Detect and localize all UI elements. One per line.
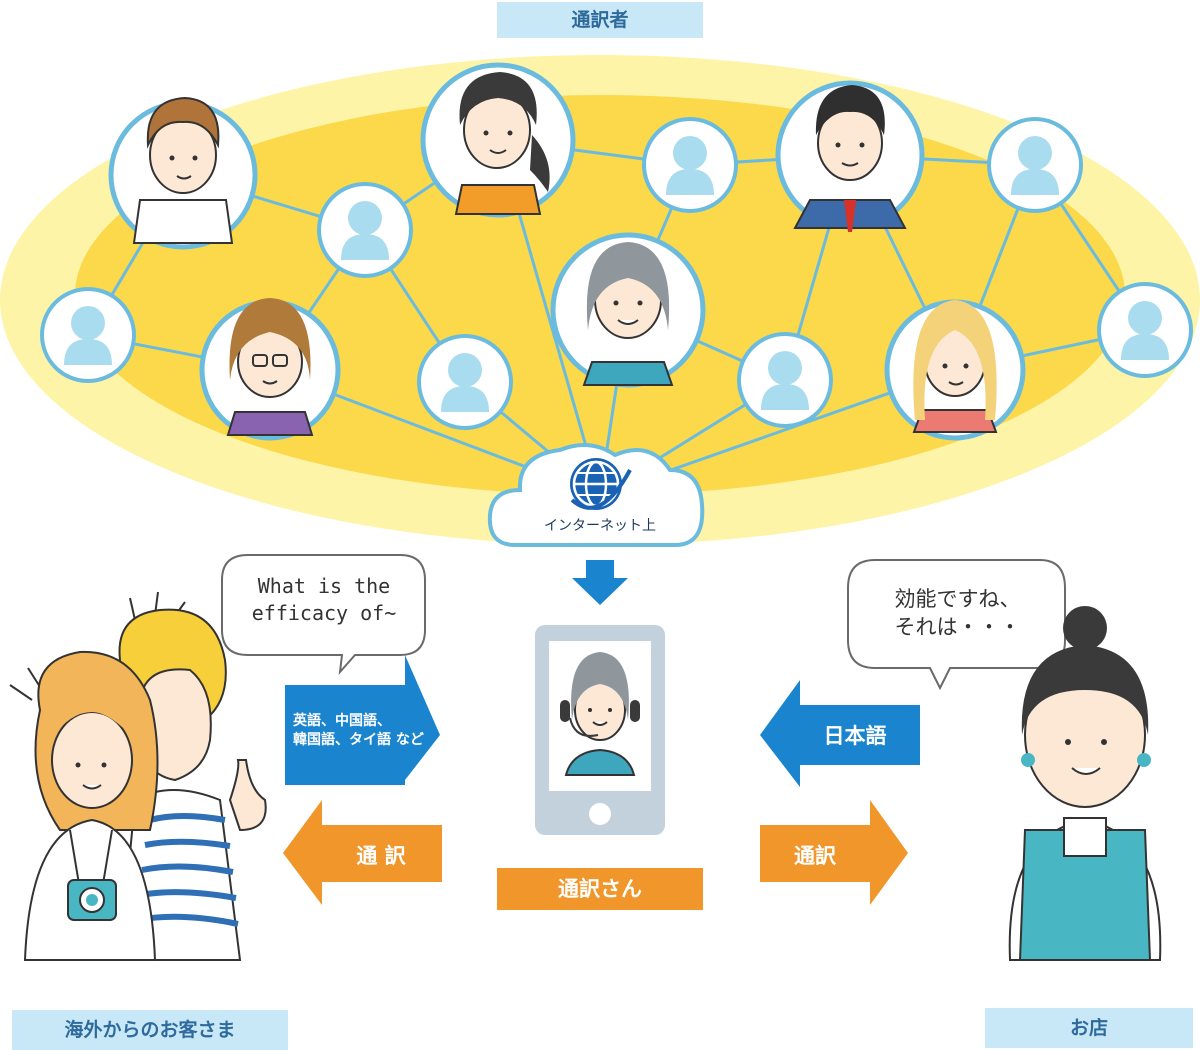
placeholder-interpreter [1097, 282, 1193, 378]
hub-label: インターネット上 [544, 518, 656, 534]
japanese-arrow [760, 680, 920, 787]
languages-line-1: 英語、中国語、 [293, 713, 391, 729]
customer-speech-line-2: efficacy of~ [251, 601, 397, 625]
translate-right-arrow [760, 800, 908, 905]
translate-left-label: 通 訳 [356, 844, 406, 868]
interpreters-label: 通訳者 [497, 2, 703, 38]
customer-speech-text: What is the efficacy of~ [226, 573, 422, 627]
down-arrow [572, 560, 628, 605]
customer-speech-line-1: What is the [257, 574, 391, 598]
translate-left-arrow [283, 800, 442, 905]
placeholder-interpreter [642, 117, 738, 213]
languages-arrow-label: 英語、中国語、 韓国語、タイ語 など [285, 712, 443, 750]
interpreter-avatar [550, 232, 706, 388]
shop-speech-line-1: 効能ですね、 [894, 587, 1021, 611]
phone-interpreter-avatar [560, 652, 640, 776]
shop-speech-bubble [847, 559, 1066, 691]
shop-label: お店 [985, 1008, 1193, 1048]
languages-arrow [285, 655, 440, 785]
placeholder-interpreter [40, 287, 136, 383]
placeholder-interpreter [737, 332, 833, 428]
translate-right-label: 通訳 [794, 844, 836, 868]
customer-label: 海外からのお客さま [12, 1010, 288, 1050]
shop-speech-line-2: それは・・・ [894, 615, 1021, 640]
placeholder-interpreter [987, 117, 1083, 213]
interpreter-avatar [420, 62, 576, 218]
interpreter-avatar [884, 299, 1026, 441]
interpreter-avatar [775, 80, 925, 232]
customer-speech-bubble [221, 554, 426, 676]
globe-icon [570, 458, 632, 510]
phone-label: 通訳さん [497, 868, 703, 910]
customer-illustration [9, 591, 267, 961]
languages-line-2: 韓国語、タイ語 など [293, 732, 424, 748]
interpreter-avatar [108, 96, 258, 250]
japanese-arrow-label: 日本語 [823, 724, 887, 748]
shop-clerk-illustration [1008, 606, 1162, 961]
shop-speech-text: 効能ですね、 それは・・・ [855, 585, 1060, 642]
placeholder-interpreter [317, 182, 413, 278]
placeholder-interpreter [417, 334, 513, 430]
interpreter-avatar [199, 298, 341, 441]
